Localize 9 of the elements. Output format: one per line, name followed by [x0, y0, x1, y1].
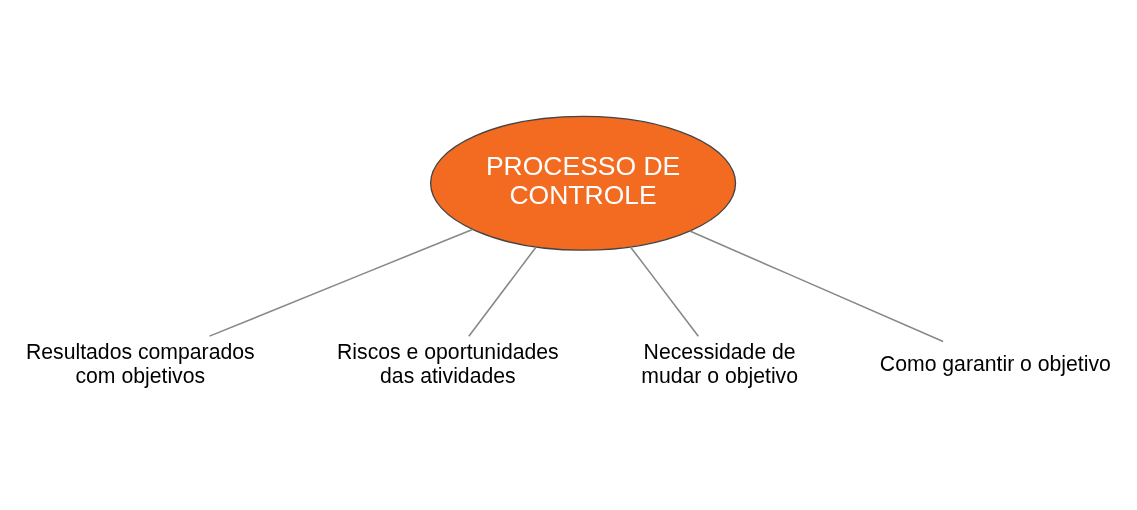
node-ellipse: PROCESSO DE CONTROLE	[429, 115, 737, 251]
node-text: Riscos e oportunidades das atividades	[337, 339, 559, 386]
connector	[208, 228, 474, 337]
node-text: Como garantir o objetivo	[879, 351, 1111, 375]
connector	[629, 245, 700, 337]
node-text: Necessidade de mudar o objetivo	[641, 339, 799, 386]
connector	[689, 229, 944, 342]
connector	[468, 246, 537, 337]
node-text: Resultados comparados com objetivos	[25, 339, 255, 386]
